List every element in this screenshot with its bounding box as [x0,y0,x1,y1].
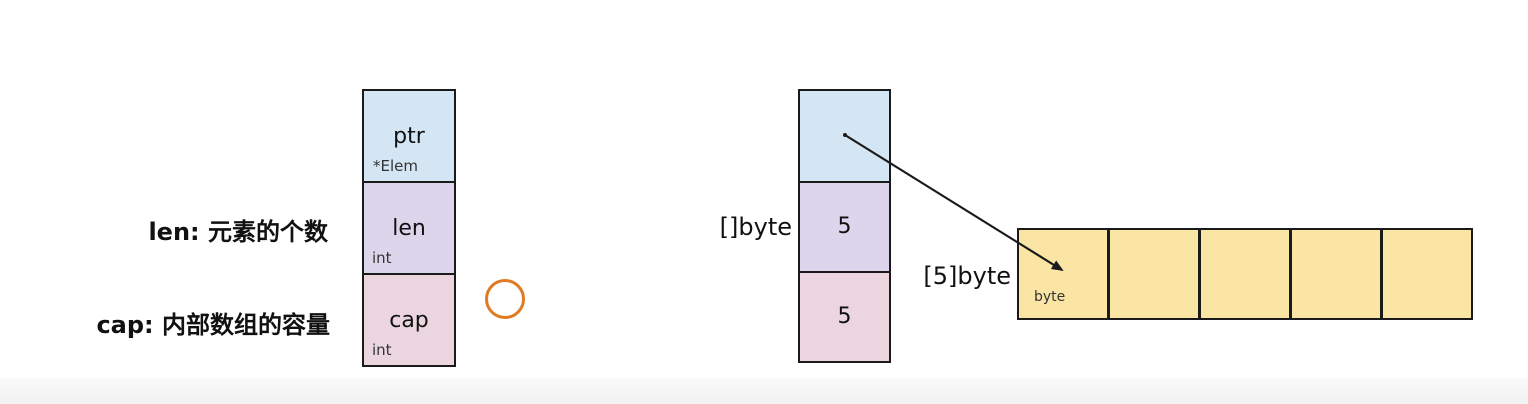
len-field: len int [362,181,456,275]
cap-field-type: int [372,341,392,359]
ptr-field: ptr *Elem [362,89,456,183]
slice-len-value: 5 [837,214,852,239]
array-element-cell [1381,228,1473,320]
cap-field: cap int [362,273,456,367]
array-type-label: [5]byte [923,262,1011,290]
cap-description: cap: 内部数组的容量 [96,311,330,339]
ptr-field-type: *Elem [373,157,418,175]
len-field-label: len [392,216,426,241]
array-element-type: byte [1034,289,1066,305]
cursor-circle-marker [485,279,525,319]
ptr-field-label: ptr [393,124,425,149]
slice-type-label: []byte [719,213,792,241]
slice-cap-cell: 5 [798,271,891,363]
array-element-cell [1108,228,1200,320]
array-element-cell [1290,228,1382,320]
slice-len-cell: 5 [798,181,891,273]
slice-cap-value: 5 [837,304,852,329]
slice-ptr-cell [798,89,891,183]
array-element-cell: byte [1017,228,1109,320]
cap-field-label: cap [389,308,429,333]
len-description: len: 元素的个数 [148,218,328,246]
array-element-cell [1199,228,1291,320]
bottom-strip [0,378,1528,404]
len-field-type: int [372,249,392,267]
